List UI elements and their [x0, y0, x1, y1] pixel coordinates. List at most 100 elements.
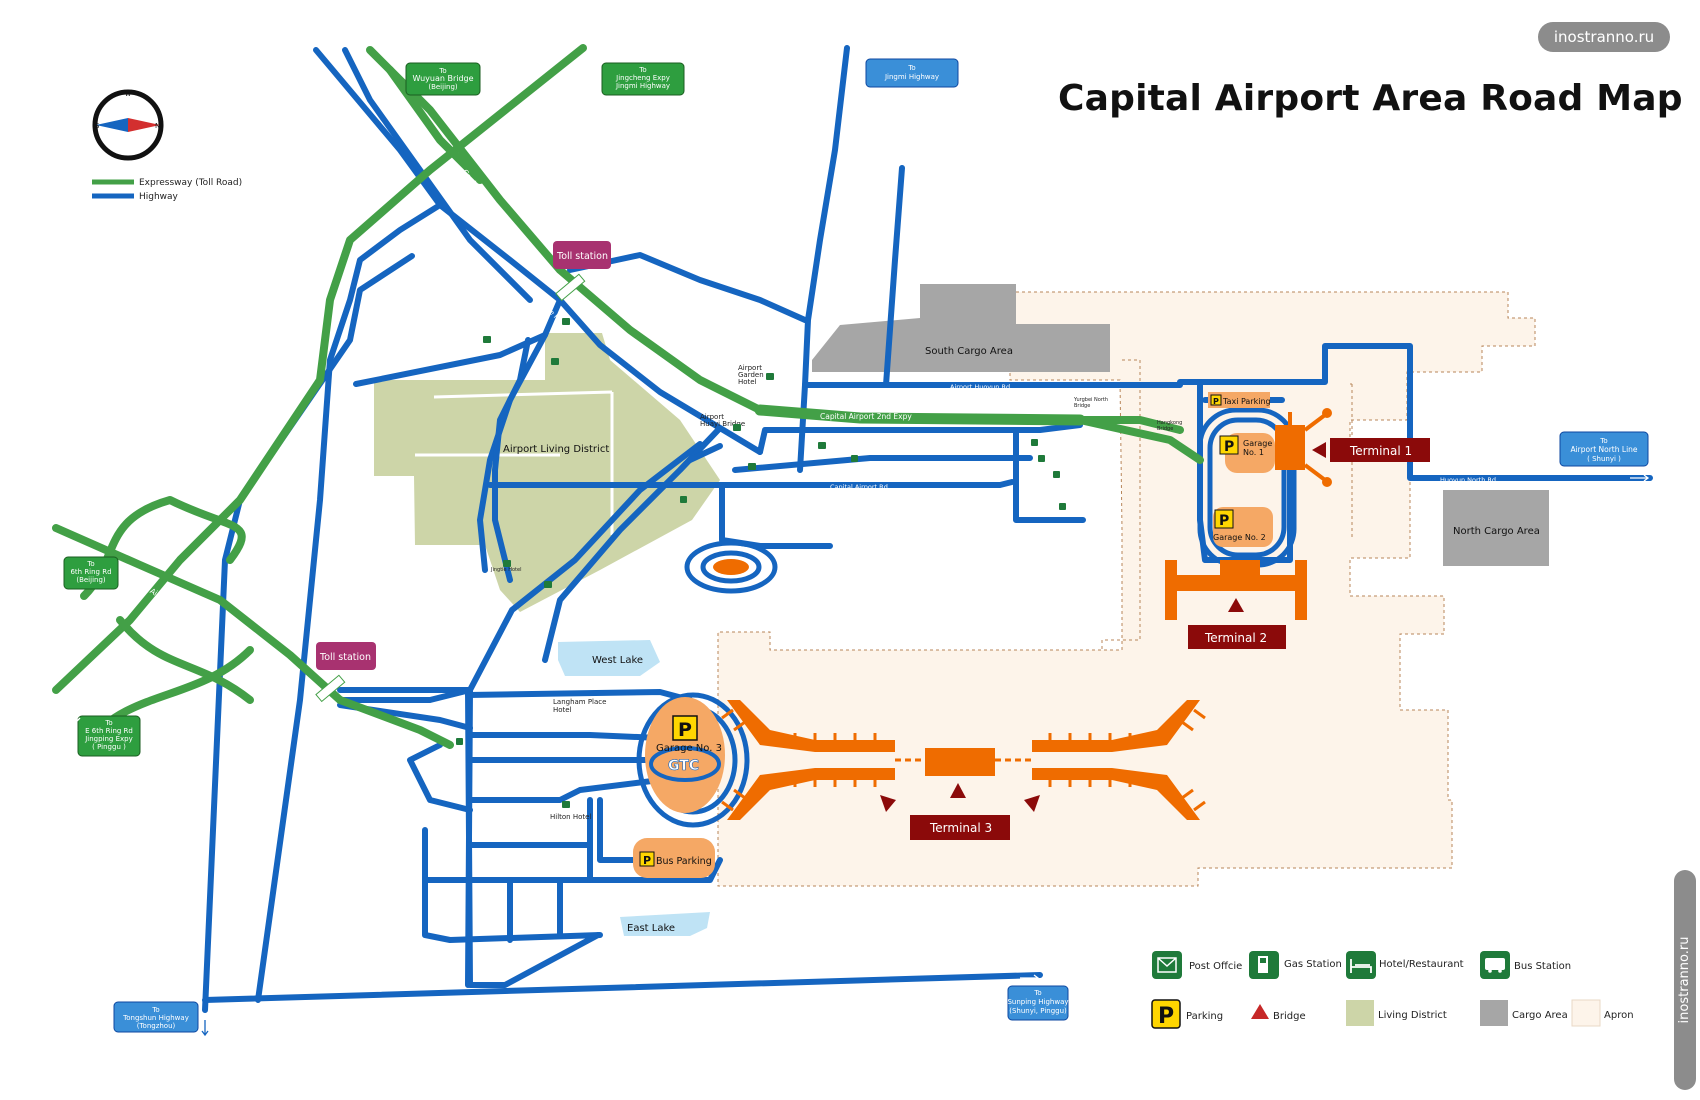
taxi-parking-area	[1208, 392, 1270, 408]
terminal-1-arrow	[1312, 442, 1326, 458]
compass-west: W	[125, 91, 131, 98]
toll-station-2-bar	[315, 674, 346, 703]
sign-jingmi	[865, 58, 959, 88]
hilton-label: Hilton Hotel	[550, 813, 591, 821]
parking-icon	[1151, 999, 1181, 1029]
toll-station-1-label: Toll station	[556, 251, 608, 262]
legend-living-district-label: Living District	[1378, 1010, 1447, 1021]
garage-1-p-sign	[1219, 435, 1239, 455]
legend-post-office-label: Post Offcie	[1189, 961, 1242, 972]
bridge-icon	[1251, 1004, 1269, 1019]
sign-sunping	[1007, 985, 1069, 1021]
cargo-area-icon	[1480, 1000, 1508, 1026]
hangkong-north-rd-label: Hangkong North Rd	[1038, 545, 1087, 551]
compass-north: N	[155, 122, 160, 130]
sign-tongshun	[113, 1001, 199, 1033]
area-labels: South Cargo Area North Cargo Area Airpor…	[503, 346, 1540, 934]
capital-2nd-expy-lower-label: Capital Airport 2nd Expy	[460, 168, 524, 246]
terminal-2-building	[1165, 560, 1307, 620]
terminal-3-label: Terminal 3	[929, 821, 992, 835]
south-cargo-label: South Cargo Area	[925, 346, 1013, 357]
toll-station-2-badge	[316, 642, 376, 670]
garage-3-label: Garage No. 3	[656, 743, 722, 754]
terminal-3-building	[727, 700, 1200, 820]
garage-3-area	[645, 697, 725, 813]
living-district-icon	[1346, 1000, 1374, 1026]
north-cargo-label: North Cargo Area	[1453, 526, 1540, 537]
taxi-p-sign	[1210, 394, 1222, 406]
garage-3-p-letter: P	[678, 719, 692, 741]
terminal-1-building	[1275, 408, 1332, 487]
compass-east: E	[125, 155, 129, 162]
living-district-area	[374, 333, 720, 612]
toll-station-1-badge	[553, 241, 611, 269]
expressways	[52, 44, 1204, 749]
terminal-3-arrow-center	[950, 783, 966, 798]
page-title: Capital Airport Area Road Map	[1058, 78, 1683, 119]
legend-gas-station-label: Gas Station	[1284, 959, 1342, 970]
west-lake-label: West Lake	[592, 655, 643, 666]
garage-2-label: Garage No. 2	[1213, 533, 1266, 542]
legend-apron-label: Apron	[1604, 1010, 1634, 1021]
south-airport-line-label: South Airport Line	[261, 445, 296, 501]
gtc-ring	[649, 746, 721, 782]
capital-airport-rd-label: Capital Airport Rd	[830, 483, 888, 491]
east-lake-label: East Lake	[627, 923, 675, 934]
apron-icon	[1571, 999, 1601, 1027]
road-end-arrows	[69, 49, 1650, 1037]
terminal-3-gates	[721, 708, 1206, 812]
north-cargo-area	[1443, 490, 1549, 566]
highways	[202, 45, 1653, 1013]
terminal-2-arrow	[1228, 598, 1244, 612]
capital-2nd-expy-upper-label: Capital Airport 2nd Expy	[820, 412, 912, 421]
terminal-3-badge	[910, 815, 1010, 840]
toll-stations: Toll station Toll station	[315, 241, 611, 703]
terminal-3-arrow-left	[880, 795, 896, 812]
parking-icon-letter: P	[1158, 1004, 1174, 1029]
sign-jingcheng	[601, 62, 685, 96]
terminal-1-badge	[1330, 438, 1430, 462]
jingmi-road-label: Jingmi Highway	[816, 109, 829, 161]
toll-station-1-bar	[555, 273, 586, 302]
legend-expressway-label: Expressway (Toll Road)	[139, 178, 242, 188]
expressway-label-band	[754, 404, 1086, 426]
garage-1-p-letter: P	[1224, 439, 1234, 455]
garage-3-p-sign	[672, 715, 698, 741]
airport-east-rd-label: Airport East Rd	[668, 969, 717, 977]
poi-markers	[456, 318, 1066, 808]
sign-sixth-ring	[63, 556, 119, 590]
line-legend: Expressway (Toll Road) Highway	[92, 178, 242, 202]
huoyun-north-label: Huoyun North Rd	[1440, 476, 1496, 484]
jingtie-hotel-label: Jingtie Hotel	[490, 567, 521, 573]
terminal-1-label: Terminal 1	[1349, 444, 1412, 458]
bus-p-letter: P	[643, 854, 651, 867]
bus-p-sign	[639, 851, 655, 867]
legend-hotel-label: Hotel/Restaurant	[1379, 959, 1464, 970]
east-lake	[620, 912, 710, 936]
garage-2-p-sign	[1214, 509, 1234, 529]
living-district-roads	[415, 390, 614, 535]
sign-e-sixth-ring	[77, 715, 141, 757]
living-district-label: Airport Living District	[503, 444, 609, 455]
huoyun-south-label: Airport Huoyun Rd	[950, 383, 1010, 391]
legend-bus-station-label: Bus Station	[1514, 961, 1571, 972]
watermark-badge-top[interactable]: inostranno.ru	[1538, 22, 1670, 52]
terminal-labels: Terminal 1 Terminal 2 Terminal 3	[880, 438, 1430, 840]
legend-parking-label: Parking	[1186, 1011, 1223, 1022]
legend-cargo-area-label: Cargo Area	[1512, 1010, 1568, 1021]
bus-parking-area	[633, 838, 715, 878]
